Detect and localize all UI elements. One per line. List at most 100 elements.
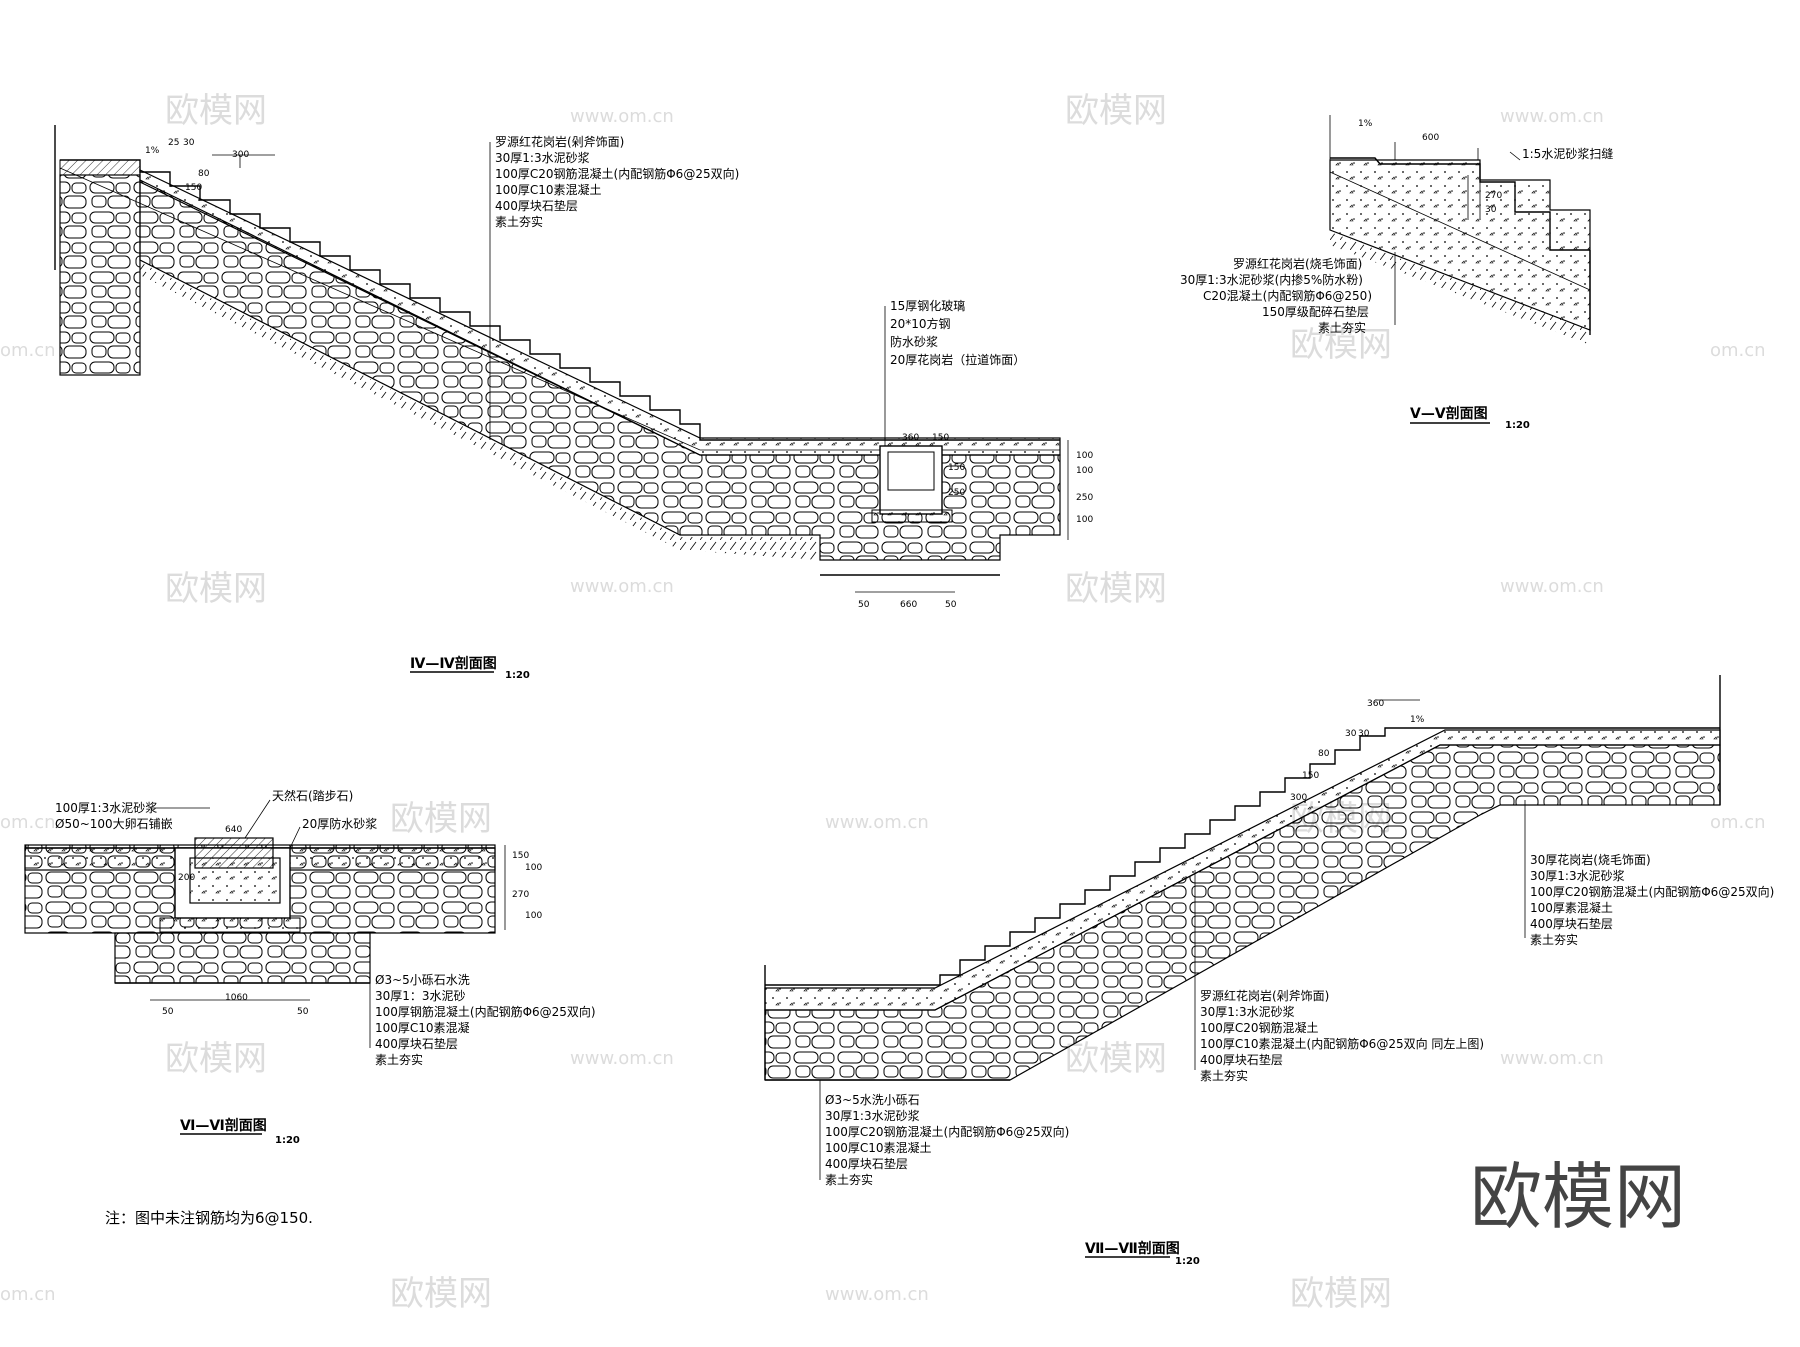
- watermark-url-partial: om.cn: [1710, 812, 1766, 833]
- dim-tread: 600: [1422, 133, 1439, 143]
- dim-right: 250: [1076, 493, 1093, 503]
- section-5-scale: 1:20: [1505, 420, 1530, 431]
- dim-bottom: 50: [945, 600, 957, 610]
- layer-label: 30厚花岗岩(烧毛饰面): [1530, 852, 1651, 867]
- mortar-label: 20厚防水砂浆: [302, 816, 377, 831]
- dim-bottom: 1060: [225, 993, 248, 1003]
- layer-label: 30厚1:3水泥砂浆: [495, 150, 590, 165]
- section-6-scale: 1:20: [275, 1135, 300, 1146]
- dim-right: 270: [512, 890, 529, 900]
- dim-bottom: 50: [162, 1007, 174, 1017]
- watermark-brand: 欧模网: [1065, 1039, 1167, 1079]
- layer-label: 400厚块石垫层: [1530, 916, 1613, 931]
- dim-riser: 80: [198, 169, 210, 179]
- layer-label: 100厚C20钢筋混凝土: [1200, 1020, 1319, 1035]
- dim-top: 360: [1367, 699, 1384, 709]
- dim-top: 640: [225, 825, 242, 835]
- layer-label: 罗源红花岗岩(烧毛饰面): [1233, 256, 1362, 271]
- layer-label: 素土夯实: [1318, 320, 1366, 335]
- layer-label: 100厚C10素混凝: [375, 1020, 470, 1035]
- watermark-brand: 欧模网: [1065, 91, 1167, 131]
- watermark-brand: 欧模网: [390, 799, 492, 839]
- layer-label: 100厚素混凝土: [1530, 900, 1613, 915]
- dim-inner: 200: [178, 873, 195, 883]
- layer-label: 100厚钢筋混凝土(内配钢筋Φ6@25双向): [375, 1004, 596, 1019]
- layer-label: 素土夯实: [495, 214, 543, 229]
- watermark-url-partial: om.cn: [0, 812, 56, 833]
- dim-drain-w: 360: [902, 433, 919, 443]
- section-5-dims: 1% 600 270 30: [1358, 119, 1502, 215]
- dim-drain: 250: [948, 488, 965, 498]
- dim-riser: 270: [1485, 191, 1502, 201]
- dim-drain: 150: [948, 463, 965, 473]
- layer-label: 100厚C20钢筋混凝土(内配钢筋Φ6@25双向): [825, 1124, 1069, 1139]
- dim-right: 100: [525, 911, 542, 921]
- section-5-joint-label: 1:5水泥砂浆扫缝: [1522, 146, 1613, 161]
- layer-label: 20厚花岗岩（拉道饰面）: [890, 352, 1025, 367]
- dim-riser: 30: [1485, 205, 1497, 215]
- layer-label: 防水砂浆: [890, 334, 938, 349]
- dim: 30: [1345, 729, 1357, 739]
- watermark-url-partial: om.cn: [0, 1284, 56, 1305]
- dim-tread: 300: [1290, 793, 1307, 803]
- dim: 30: [1358, 729, 1370, 739]
- watermark-url: www.om.cn: [1500, 106, 1604, 127]
- layer-label: 罗源红花岗岩(剁斧饰面): [495, 134, 624, 149]
- section-6-labels: 100厚1:3水泥砂浆 Ø50~100大卵石铺嵌 天然石(踏步石) 20厚防水砂…: [55, 788, 596, 1067]
- section-7-scale: 1:20: [1175, 1256, 1200, 1267]
- dim-riser: 80: [1318, 749, 1330, 759]
- section-7-lower-labels: Ø3~5水洗小砾石 30厚1:3水泥砂浆 100厚C20钢筋混凝土(内配钢筋Φ6…: [825, 1093, 1069, 1187]
- dim-right: 100: [1076, 515, 1093, 525]
- layer-label: 30厚1:3水泥砂浆: [1530, 868, 1625, 883]
- layer-label: 素土夯实: [1200, 1068, 1248, 1083]
- layer-label: 100厚C10素混凝土: [825, 1140, 932, 1155]
- watermark-url: www.om.cn: [1500, 1048, 1604, 1069]
- layer-label: 400厚块石垫层: [825, 1156, 908, 1171]
- section-6-drawing: [24, 799, 506, 1048]
- layer-label: Ø3~5水洗小砾石: [825, 1093, 920, 1107]
- watermark-brand: 欧模网: [1290, 1274, 1392, 1314]
- section-7-title: Ⅶ—Ⅶ剖面图: [1085, 1240, 1180, 1257]
- watermark-url: www.om.cn: [570, 576, 674, 597]
- watermark-brand: 欧模网: [165, 91, 267, 131]
- dim-bottom: 50: [297, 1007, 309, 1017]
- section-5-title: Ⅴ—Ⅴ剖面图: [1410, 405, 1488, 422]
- section-6-dims: 640 150 100 270 100 200 50 1060 50: [162, 825, 542, 1017]
- layer-label: 30厚1：3水泥砂: [375, 989, 466, 1003]
- section-5-drawing: [1329, 115, 1591, 345]
- watermark-url: www.om.cn: [1500, 576, 1604, 597]
- layer-label: 100厚C20钢筋混凝土(内配钢筋Φ6@25双向): [495, 166, 739, 181]
- layer-label: 400厚块石垫层: [375, 1036, 458, 1051]
- watermark-brand: 欧模网: [1065, 569, 1167, 609]
- layer-label: 100厚1:3水泥砂浆: [55, 800, 157, 815]
- layer-label: 素土夯实: [1530, 932, 1578, 947]
- layer-label: 150厚级配碎石垫层: [1262, 304, 1369, 319]
- layer-label: 素土夯实: [825, 1172, 873, 1187]
- section-4-stair-labels: 罗源红花岗岩(剁斧饰面) 30厚1:3水泥砂浆 100厚C20钢筋混凝土(内配钢…: [495, 134, 739, 229]
- section-4-drain-labels: 15厚钢化玻璃 20*10方钢 防水砂浆 20厚花岗岩（拉道饰面）: [890, 299, 1025, 367]
- dim-bottom: 50: [858, 600, 870, 610]
- layer-label: 100厚C20钢筋混凝土(内配钢筋Φ6@25双向): [1530, 884, 1774, 899]
- layer-label: C20混凝土(内配钢筋Φ6@250): [1203, 288, 1372, 303]
- dim-riser: 150: [185, 183, 202, 193]
- dim-riser: 150: [1302, 771, 1319, 781]
- watermark-brand: 欧模网: [165, 1039, 267, 1079]
- watermark-url-partial: om.cn: [0, 340, 56, 361]
- layer-label: 400厚块石垫层: [495, 198, 578, 213]
- section-4-title: Ⅳ—Ⅳ剖面图: [410, 655, 497, 672]
- watermark-brand: 欧模网: [390, 1274, 492, 1314]
- watermark-brand: 欧模网: [165, 569, 267, 609]
- dim-slope: 1%: [1358, 119, 1373, 129]
- layer-label: 20*10方钢: [890, 316, 951, 331]
- section-7-stair-labels: 罗源红花岗岩(剁斧饰面) 30厚1:3水泥砂浆 100厚C20钢筋混凝土 100…: [1200, 988, 1484, 1083]
- section-5-labels: 罗源红花岗岩(烧毛饰面) 30厚1:3水泥砂浆(内掺5%防水粉) C20混凝土(…: [1180, 256, 1372, 335]
- section-4-drawing: [54, 125, 1069, 593]
- stone-label: 天然石(踏步石): [272, 788, 353, 803]
- dim-drain-w: 150: [932, 433, 949, 443]
- brand-logo: 欧模网: [1470, 1155, 1686, 1239]
- watermark-brand: 欧模网: [1290, 325, 1392, 365]
- dim-right: 100: [1076, 466, 1093, 476]
- section-4-dims: 1% 25 30 300 80 150 360 150 100 100 250 …: [145, 138, 1093, 610]
- layer-label: 素土夯实: [375, 1052, 423, 1067]
- dim: 25: [168, 138, 179, 148]
